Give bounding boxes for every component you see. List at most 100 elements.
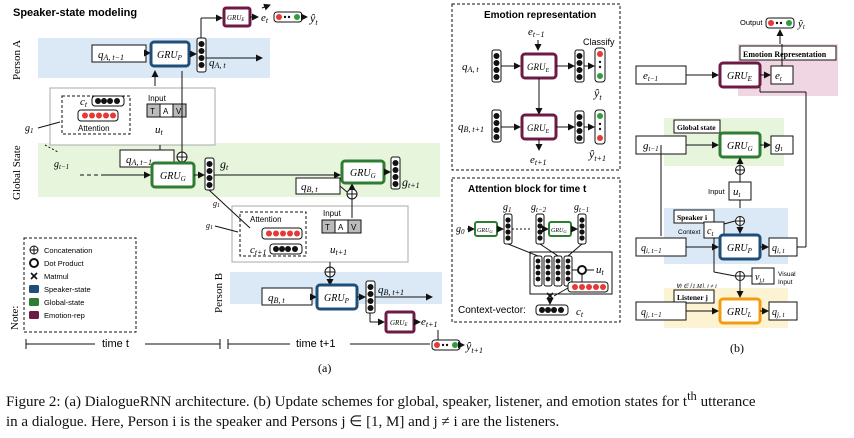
pb-forall: ∀j ∈ [1,M], j ≠ i — [676, 283, 717, 290]
g-prev-text: gt−1 — [54, 159, 69, 171]
pb-emotion-title-box — [739, 45, 837, 61]
pb-c-t: ct — [707, 226, 714, 238]
legend-concat-icon — [29, 245, 39, 255]
g-next-text: gt+1 — [402, 175, 420, 190]
c-t-vector — [91, 95, 125, 107]
pb-listener-title-box — [673, 289, 715, 304]
tav-input-t — [146, 103, 187, 118]
er-softmax-bottom — [594, 109, 606, 145]
g1-text-t: g1 — [25, 123, 34, 135]
pb-concat-listener — [735, 271, 745, 281]
pb-softmax — [765, 17, 795, 29]
pb-g-t: gt — [775, 140, 784, 153]
tav-t-letter-t1: T — [325, 223, 330, 232]
ab-c-t: ct — [576, 306, 584, 319]
legend-item-matmul: Matmul — [44, 272, 69, 281]
g1-text-t1b: g1 — [206, 221, 213, 231]
pb-q-j-t-box — [768, 301, 798, 321]
caption-sup: th — [687, 389, 697, 403]
ab-g-t2: gt−2 — [531, 202, 547, 214]
e-next-text: et+1 — [421, 316, 438, 329]
legend-emotion-swatch — [29, 311, 39, 319]
g-t-text: gt — [220, 157, 229, 172]
g1-text-t1: g1 — [213, 199, 220, 209]
legend-item-speaker: Speaker-state — [44, 285, 91, 294]
pb-speaker-title: Speaker i — [677, 213, 707, 222]
pb-concat-speaker — [735, 216, 745, 226]
pb-q-j-t: qj, t — [772, 307, 785, 319]
softmax-output-bottom — [431, 339, 461, 351]
input-label-t: Input — [148, 94, 167, 103]
ab-g-t1: gt−1 — [574, 202, 589, 214]
legend-item-concat: Concatenation — [44, 246, 92, 255]
pb-visual-label: Visual — [778, 271, 796, 278]
pb-context-label: Context — [678, 229, 701, 236]
concat-node-b — [324, 266, 336, 278]
tav-v-letter: V — [176, 107, 182, 116]
pb-gru-g-label: GRUG — [727, 141, 753, 153]
er-q-a-vector — [491, 49, 502, 83]
q-a-prev-text: qA, t−1 — [98, 49, 124, 62]
person-a-label: Person A — [11, 40, 23, 80]
er-q-b-out-vector — [574, 110, 585, 144]
pb-q-j-prev: qj, t−1 — [641, 307, 662, 319]
ab-g1: g1 — [503, 202, 512, 214]
legend-item-dot: Dot Product — [44, 259, 85, 268]
e-t-text: et — [261, 12, 269, 25]
er-q-a: qA, t — [462, 61, 479, 74]
pb-concat-top — [735, 165, 745, 175]
u-t-text: ut — [155, 124, 164, 137]
gru-p-top-label: GRUP — [157, 50, 183, 62]
y-next-text: ŷt+1 — [465, 339, 483, 355]
er-y-next: ŷt+1 — [588, 147, 606, 163]
er-q-a-out-vector — [574, 49, 585, 83]
caption-line1-end: utterance — [696, 394, 756, 410]
g-t-vector — [204, 157, 215, 191]
global-state-label: Global State — [11, 145, 23, 200]
gru-p-b-label: GRUP — [324, 293, 350, 305]
legend-matmul-icon — [30, 272, 38, 280]
ab-g-t1-vector — [577, 213, 587, 245]
concat-node-t — [176, 151, 188, 163]
er-y-t: ŷt — [593, 86, 602, 102]
panel-a-label: (a) — [318, 361, 331, 375]
tav-a-letter-t1: A — [338, 223, 344, 232]
ab-g-t2-vector — [535, 213, 545, 245]
pb-g-t-box — [770, 135, 794, 155]
er-classify: Classify — [583, 37, 615, 47]
pb-y-t: ŷt — [797, 18, 806, 31]
u-next-text: ut+1 — [330, 244, 347, 257]
q-a-t-vector — [196, 37, 207, 73]
attention-weights-t1 — [261, 227, 303, 240]
pb-g-prev: gt−1 — [643, 140, 659, 153]
time-t-label: time t — [102, 338, 129, 350]
er-softmax-top — [594, 47, 606, 83]
pb-speaker-title-box — [673, 209, 715, 224]
pb-v-jt: vj,t — [755, 272, 765, 284]
gru-g-t-label: GRUG — [160, 171, 186, 183]
er-e-next: et+1 — [530, 154, 547, 167]
emotion-rep-box — [451, 3, 621, 171]
ab-context-label: Context-vector: — [458, 305, 526, 316]
pb-listener-title: Listener j — [677, 293, 708, 302]
q-b-next-text: qB, t+1 — [378, 284, 404, 297]
figure-caption: Figure 2: (a) DialogueRNN architecture. … — [6, 386, 848, 432]
c-t-text: ct — [80, 96, 88, 109]
pb-q-i-t: qi, t — [772, 243, 785, 255]
pb-gru-p-label: GRUP — [727, 243, 753, 255]
softmax-output-top — [273, 11, 303, 23]
q-a-t-text: qA, t — [209, 57, 226, 70]
er-q-b-vector — [491, 109, 502, 143]
pb-gru-l-label: GRUL — [727, 307, 752, 319]
ab-gru-g2-label: GRUG — [551, 228, 567, 234]
tav-input-t1 — [321, 219, 362, 234]
ab-attention-weights — [567, 281, 609, 293]
legend-item-global: Global-state — [44, 298, 84, 307]
pb-global-title-box — [673, 119, 721, 134]
pb-global-title: Global state — [677, 123, 716, 132]
c-next-text: ct+1 — [250, 244, 267, 257]
legend-item-emotion: Emotion-rep — [44, 311, 85, 320]
tav-v-letter-t1: V — [351, 223, 357, 232]
caption-line1: Figure 2: (a) DialogueRNN architecture. … — [6, 394, 688, 410]
attention-weights-t — [77, 109, 119, 122]
